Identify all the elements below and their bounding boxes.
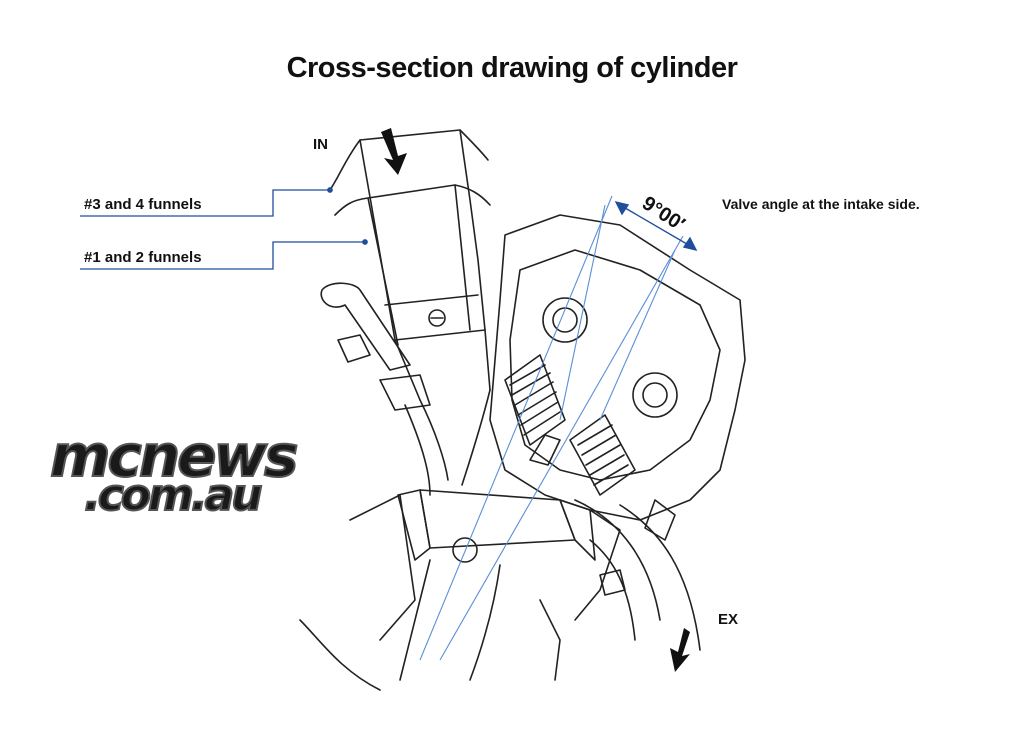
cylinder-wall-left — [349, 494, 416, 641]
flow-arrows — [381, 128, 690, 672]
piston-crown — [419, 489, 576, 549]
exhaust-port-outline — [574, 499, 661, 621]
exhaust-camshaft — [632, 372, 678, 418]
engine-line-art — [299, 129, 746, 691]
spark-plug — [529, 434, 561, 466]
intake-valve-spring — [504, 354, 566, 446]
page-title: Cross-section drawing of cylinder — [286, 52, 738, 84]
funnels-34-label: #3 and 4 funnels — [84, 196, 202, 213]
exhaust-flow-arrow — [670, 628, 690, 672]
funnel-34-outline — [329, 129, 489, 191]
cylinder-axis — [439, 235, 684, 661]
mcnews-logo: mcnews .com.au — [40, 421, 300, 526]
leader-funnel-34 — [80, 189, 330, 217]
angle-dimension — [614, 200, 698, 252]
intake-camshaft — [542, 297, 588, 343]
leader-lines — [80, 187, 368, 270]
funnels-12-label: #1 and 2 funnels — [84, 249, 202, 266]
intake-valve-axis — [419, 195, 613, 661]
valve-angle-note: Valve angle at the intake side. — [722, 196, 920, 212]
exhaust-label: EX — [718, 611, 739, 628]
injector-outline — [320, 282, 411, 371]
intake-label: IN — [313, 136, 328, 153]
valve-axis-lines — [419, 195, 684, 661]
connecting-rod-left — [399, 559, 431, 681]
wrist-pin — [452, 537, 478, 563]
leader-funnel-12 — [80, 241, 365, 270]
logo-line-1: mcnews — [49, 421, 300, 491]
exhaust-valve-spring — [569, 414, 636, 496]
connecting-rod-right — [469, 564, 501, 681]
funnel-12-outline — [334, 184, 491, 216]
cylinder-head-outline — [489, 214, 746, 521]
intake-flow-arrow — [381, 128, 407, 175]
logo-line-2: .com.au — [83, 469, 264, 522]
